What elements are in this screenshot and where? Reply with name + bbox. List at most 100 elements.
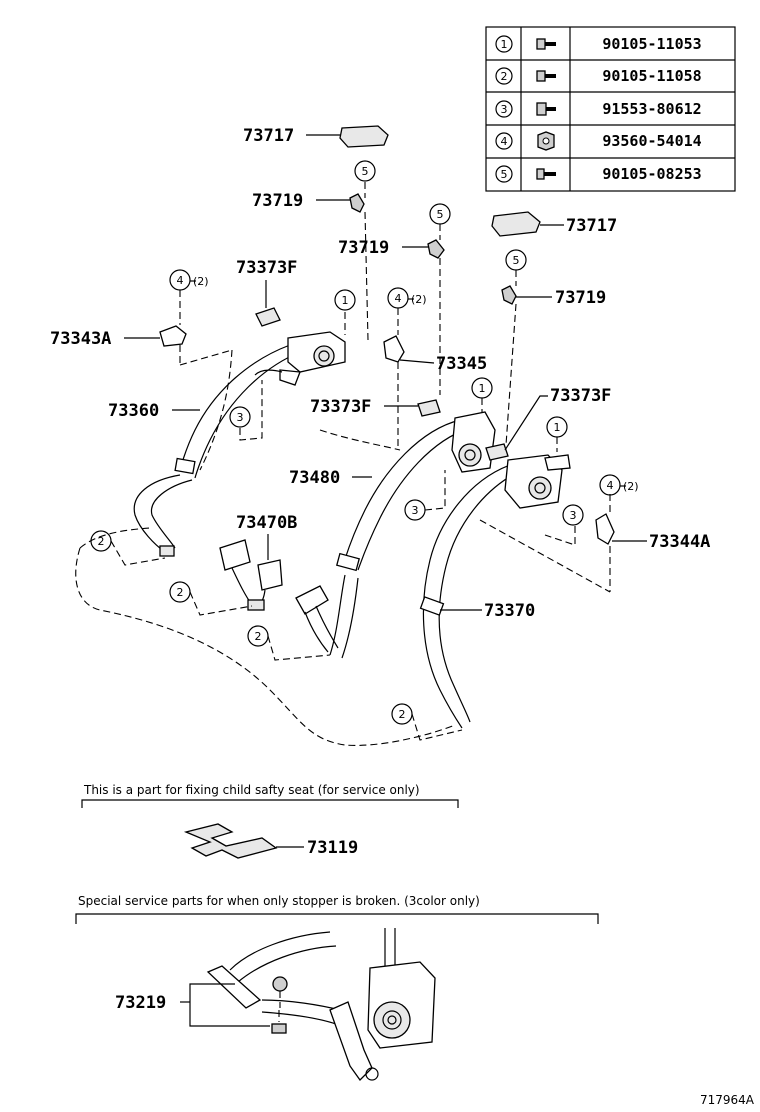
table-row: 4 93560-54014 bbox=[495, 131, 702, 151]
svg-text:4: 4 bbox=[177, 274, 184, 287]
child-seat-section: This is a part for fixing child safty se… bbox=[81, 783, 459, 859]
seat-outline bbox=[75, 349, 456, 746]
part-label-73344a: 73344A bbox=[649, 532, 710, 552]
part-label-73219: 73219 bbox=[115, 993, 166, 1013]
part-label-73717: 73717 bbox=[566, 216, 617, 236]
clip-73719-top bbox=[349, 193, 365, 213]
part-label-73719: 73719 bbox=[252, 191, 303, 211]
pad-73373f-mid bbox=[417, 399, 441, 417]
table-ref: 2 bbox=[501, 70, 508, 83]
callout-4: 4 bbox=[387, 287, 409, 309]
table-part-number: 90105-11058 bbox=[602, 67, 701, 85]
part-label-73373f: 73373F bbox=[310, 397, 371, 417]
cover-73717-top bbox=[339, 125, 389, 148]
pad-73373f-right bbox=[485, 443, 509, 461]
part-label-73719: 73719 bbox=[555, 288, 606, 308]
svg-text:5: 5 bbox=[437, 208, 444, 221]
qty-label: (2) bbox=[623, 480, 639, 493]
callout-2: 2 bbox=[90, 530, 112, 552]
bolt-icon bbox=[536, 38, 556, 50]
qty-label: (2) bbox=[411, 293, 427, 306]
table-row: 2 90105-11058 bbox=[495, 67, 702, 85]
svg-text:5: 5 bbox=[362, 165, 369, 178]
svg-text:4: 4 bbox=[395, 292, 402, 305]
buckle-73470b bbox=[219, 539, 283, 611]
callout-3: 3 bbox=[229, 406, 251, 428]
svg-text:3: 3 bbox=[412, 504, 419, 517]
stopper-button bbox=[272, 976, 288, 992]
fasteners-table: 1 90105-11053 2 90105-11058 3 91553-8061… bbox=[485, 26, 736, 192]
callout-1: 1 bbox=[546, 416, 568, 438]
pad-73373f-left bbox=[255, 307, 281, 327]
callout-3: 3 bbox=[562, 504, 584, 526]
callout-4: 4 bbox=[169, 269, 191, 291]
table-part-number: 90105-08253 bbox=[602, 165, 701, 183]
svg-text:2: 2 bbox=[399, 708, 406, 721]
part-label-73373f: 73373F bbox=[550, 386, 611, 406]
note-child-seat: This is a part for fixing child safty se… bbox=[83, 783, 420, 797]
svg-text:2: 2 bbox=[255, 630, 262, 643]
table-border bbox=[485, 26, 736, 192]
part-label-73470b: 73470B bbox=[236, 513, 297, 533]
callout-2: 2 bbox=[169, 581, 191, 603]
bolt-icon bbox=[536, 70, 556, 82]
callout-1: 1 bbox=[334, 289, 356, 311]
svg-text:5: 5 bbox=[513, 254, 520, 267]
svg-text:3: 3 bbox=[570, 509, 577, 522]
part-label-73373f: 73373F bbox=[236, 258, 297, 278]
clip-73719-right bbox=[501, 285, 517, 305]
seat-belt-middle bbox=[295, 411, 496, 659]
svg-text:4: 4 bbox=[607, 479, 614, 492]
callouts: 5 5 5 4 4 4 1 1 1 3 3 3 2 2 2 2 bbox=[90, 160, 621, 725]
note-stopper: Special service parts for when only stop… bbox=[78, 894, 480, 908]
seat-belt-right bbox=[419, 454, 571, 729]
table-part-number: 93560-54014 bbox=[602, 132, 701, 150]
dashed-links bbox=[110, 182, 611, 741]
table-part-number: 91553-80612 bbox=[602, 100, 701, 118]
callout-2: 2 bbox=[391, 703, 413, 725]
table-ref: 4 bbox=[501, 135, 508, 148]
bracket-73119 bbox=[183, 823, 278, 859]
svg-text:1: 1 bbox=[342, 294, 349, 307]
cover-73717-right bbox=[491, 211, 541, 237]
table-ref: 1 bbox=[501, 38, 508, 51]
anchor-cover-73344a bbox=[595, 513, 615, 545]
part-label-73119: 73119 bbox=[307, 838, 358, 858]
table-ref: 5 bbox=[501, 168, 508, 181]
seat-belt-left bbox=[133, 331, 346, 557]
svg-text:3: 3 bbox=[237, 411, 244, 424]
table-row: 5 90105-08253 bbox=[495, 165, 702, 183]
callout-5: 5 bbox=[429, 203, 451, 225]
anchor-cover-73343a bbox=[159, 325, 187, 347]
part-label-73345: 73345 bbox=[436, 354, 487, 374]
table-row: 1 90105-11053 bbox=[495, 35, 702, 53]
table-ref: 3 bbox=[501, 103, 508, 116]
part-labels: 73717 73719 73719 73717 73719 73373F 733… bbox=[50, 126, 710, 621]
figure-id: 717964A bbox=[700, 1093, 755, 1107]
stopper-base bbox=[271, 1023, 287, 1034]
part-label-73717: 73717 bbox=[243, 126, 294, 146]
part-label-73370: 73370 bbox=[484, 601, 535, 621]
part-label-73480: 73480 bbox=[289, 468, 340, 488]
callout-5: 5 bbox=[505, 249, 527, 271]
svg-text:1: 1 bbox=[554, 421, 561, 434]
qty-label: (2) bbox=[193, 275, 209, 288]
stopper-section: Special service parts for when only stop… bbox=[75, 894, 599, 1082]
svg-text:2: 2 bbox=[98, 535, 105, 548]
callout-5: 5 bbox=[354, 160, 376, 182]
callout-2: 2 bbox=[247, 625, 269, 647]
table-row: 3 91553-80612 bbox=[495, 100, 702, 118]
part-label-73343a: 73343A bbox=[50, 329, 111, 349]
svg-text:1: 1 bbox=[479, 382, 486, 395]
bolt-icon bbox=[536, 168, 556, 180]
nut-icon bbox=[537, 131, 555, 151]
svg-text:2: 2 bbox=[177, 586, 184, 599]
anchor-cover-73345 bbox=[383, 335, 405, 363]
part-label-73719: 73719 bbox=[338, 238, 389, 258]
callout-3: 3 bbox=[404, 499, 426, 521]
callout-1: 1 bbox=[471, 377, 493, 399]
table-part-number: 90105-11053 bbox=[602, 35, 701, 53]
callout-4: 4 bbox=[599, 474, 621, 496]
clip-73719-mid bbox=[427, 239, 445, 259]
